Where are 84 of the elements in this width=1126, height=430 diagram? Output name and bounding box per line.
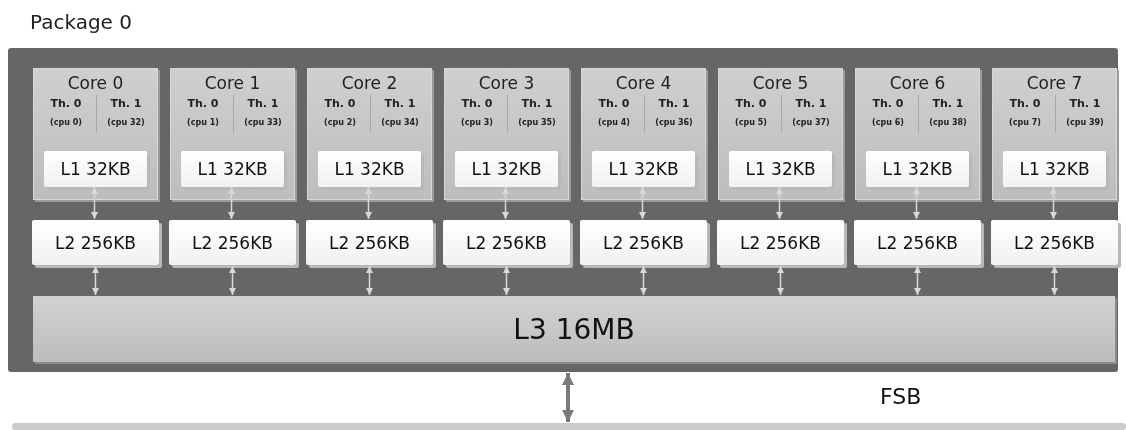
cpu-label: (cpu 4) [597,118,631,127]
thread-label: Th. 0 [460,97,494,110]
core-box [855,68,980,200]
cache-box: L1 32KB [1003,151,1106,187]
double-arrow [366,265,373,296]
core-box [444,68,569,200]
cache-box: L2 256KB [443,220,570,265]
cpu-label: (cpu 39) [1065,118,1105,127]
cpu-label: (cpu 33) [243,118,283,127]
core-box [33,68,158,200]
cpu-label: (cpu 34) [380,118,420,127]
core-box [992,68,1117,200]
double-arrow [777,265,784,296]
cache-box: L2 256KB [854,220,981,265]
cpu-label: (cpu 35) [517,118,557,127]
thread-label: Th. 0 [49,97,83,110]
cpu-label: (cpu 32) [106,118,146,127]
cache-box: L2 256KB [717,220,844,265]
thread-label: Th. 0 [871,97,905,110]
double-arrow [503,265,510,296]
cache-box: L3 16MB [33,296,1115,362]
core-title: Core 6 [888,73,947,93]
double-arrow [914,265,921,296]
thread-label: Th. 1 [383,97,417,110]
thread-label: Th. 1 [931,97,965,110]
thread-label: Th. 0 [323,97,357,110]
cache-box: L2 256KB [580,220,707,265]
core-title: Core 0 [66,73,125,93]
double-arrow [229,265,236,296]
core-title: Core 1 [203,73,262,93]
double-arrow [92,265,99,296]
core-box [170,68,295,200]
cache-box: L1 32KB [44,151,147,187]
cpu-label: (cpu 1) [186,118,220,127]
cache-box: L2 256KB [991,220,1118,265]
cache-box: L1 32KB [455,151,558,187]
thread-label: Th. 0 [1008,97,1042,110]
double-arrow [91,186,98,220]
double-arrow [639,186,646,220]
thread-label: Th. 0 [186,97,220,110]
double-arrow [913,186,920,220]
cache-box: L1 32KB [729,151,832,187]
cache-box: L2 256KB [32,220,159,265]
double-arrow [1051,265,1058,296]
cache-box: L1 32KB [181,151,284,187]
cpu-label: (cpu 5) [734,118,768,127]
double-arrow [502,186,509,220]
double-arrow [1050,186,1057,220]
cpu-label: (cpu 3) [460,118,494,127]
cache-box: L1 32KB [866,151,969,187]
thread-label: Th. 1 [109,97,143,110]
cache-box: L2 256KB [169,220,296,265]
bus-title: FSB [880,384,922,409]
core-title: Core 3 [477,73,536,93]
double-arrow [562,373,574,422]
double-arrow [228,186,235,220]
thread-label: Th. 0 [734,97,768,110]
thread-label: Th. 1 [657,97,691,110]
cpu-label: (cpu 36) [654,118,694,127]
core-title: Core 5 [751,73,810,93]
cpu-label: (cpu 0) [49,118,83,127]
cache-box: L1 32KB [592,151,695,187]
cache-box: L2 256KB [306,220,433,265]
double-arrow [776,186,783,220]
thread-label: Th. 1 [1068,97,1102,110]
double-arrow [365,186,372,220]
core-title: Core 2 [340,73,399,93]
core-box [718,68,843,200]
thread-label: Th. 1 [794,97,828,110]
cache-box: L1 32KB [318,151,421,187]
double-arrow [640,265,647,296]
cpu-label: (cpu 6) [871,118,905,127]
cpu-label: (cpu 38) [928,118,968,127]
thread-label: Th. 0 [597,97,631,110]
core-title: Core 7 [1025,73,1084,93]
core-title: Core 4 [614,73,673,93]
thread-label: Th. 1 [520,97,554,110]
thread-label: Th. 1 [246,97,280,110]
cpu-label: (cpu 7) [1008,118,1042,127]
cpu-label: (cpu 2) [323,118,357,127]
core-box [581,68,706,200]
package-title: Package 0 [30,10,132,34]
core-box [307,68,432,200]
cpu-label: (cpu 37) [791,118,831,127]
